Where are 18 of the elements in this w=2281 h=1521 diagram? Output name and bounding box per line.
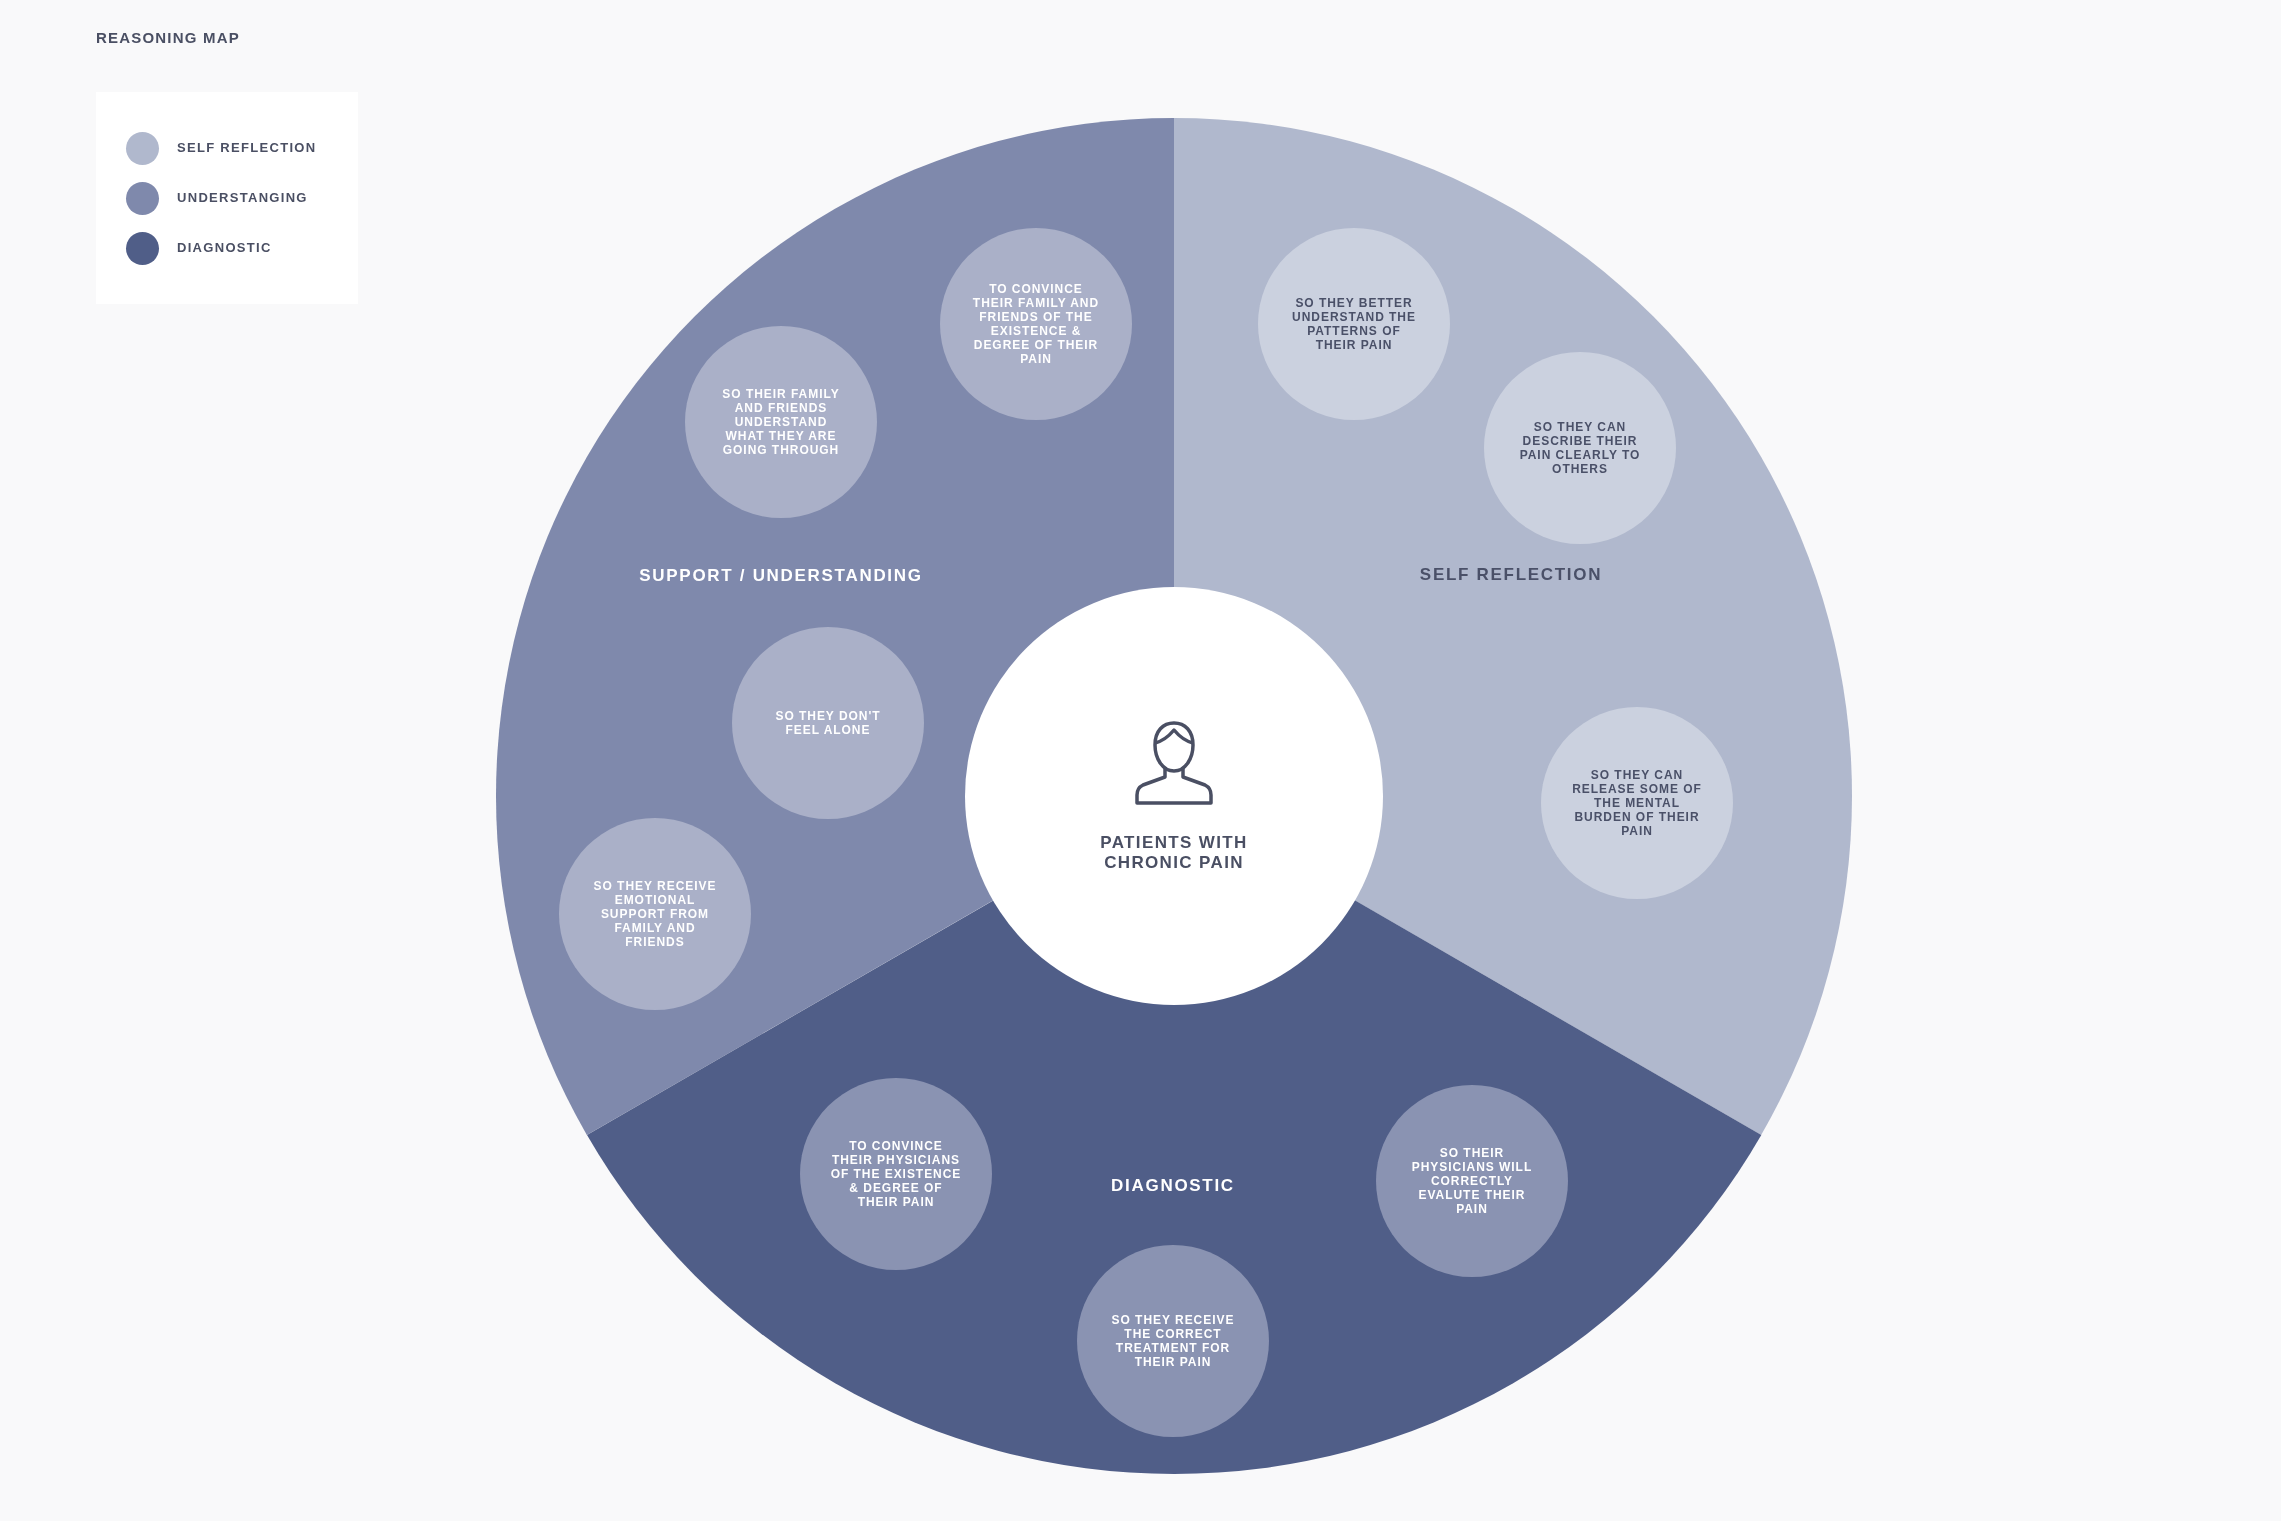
- reason-text: SO THEY BETTER UNDERSTAND THE PATTERNS OF THEIR PAIN: [1291, 296, 1417, 352]
- sector-label: SELF REFLECTION: [1419, 564, 1603, 587]
- reason-text: SO THEY RECEIVE THE CORRECT TREATMENT FOR THEIR PAIN: [1110, 1313, 1236, 1369]
- sector-label: SUPPORT / UNDERSTANDING: [639, 565, 923, 588]
- reason-text: SO THEY RECEIVE EMOTIONAL SUPPORT FROM FAMILY AND FRIENDS: [592, 879, 718, 949]
- reason-text: SO THEIR PHYSICIANS WILL CORRECTLY EVALUTE THEIR PAIN: [1410, 1146, 1534, 1216]
- legend-label: SELF REFLECTION: [177, 139, 317, 158]
- reason-text: TO CONVINCE THEIR PHYSICIANS OF THE EXISTENCE & DEGREE OF THEIR PAIN: [830, 1139, 962, 1209]
- sector-label: DIAGNOSTIC: [1111, 1175, 1235, 1198]
- page-title: REASONING MAP: [96, 28, 240, 48]
- center-label: PATIENTS WITH CHRONIC PAIN: [1099, 833, 1249, 873]
- reason-text: SO THEIR FAMILY AND FRIENDS UNDERSTAND WHAT THEY ARE GOING THROUGH: [721, 387, 841, 457]
- reason-text: SO THEY CAN DESCRIBE THEIR PAIN CLEARLY TO OTHERS: [1518, 420, 1642, 476]
- legend-label: DIAGNOSTIC: [177, 239, 272, 258]
- legend-label: UNDERSTANGING: [177, 189, 308, 208]
- reason-text: TO CONVINCE THEIR FAMILY AND FRIENDS OF THE EXISTENCE & DEGREE OF THEIR PAIN: [971, 282, 1101, 366]
- reason-text: SO THEY DON'T FEEL ALONE: [774, 709, 882, 737]
- reason-text: SO THEY CAN RELEASE SOME OF THE MENTAL BURDEN OF THEIR PAIN: [1571, 768, 1703, 838]
